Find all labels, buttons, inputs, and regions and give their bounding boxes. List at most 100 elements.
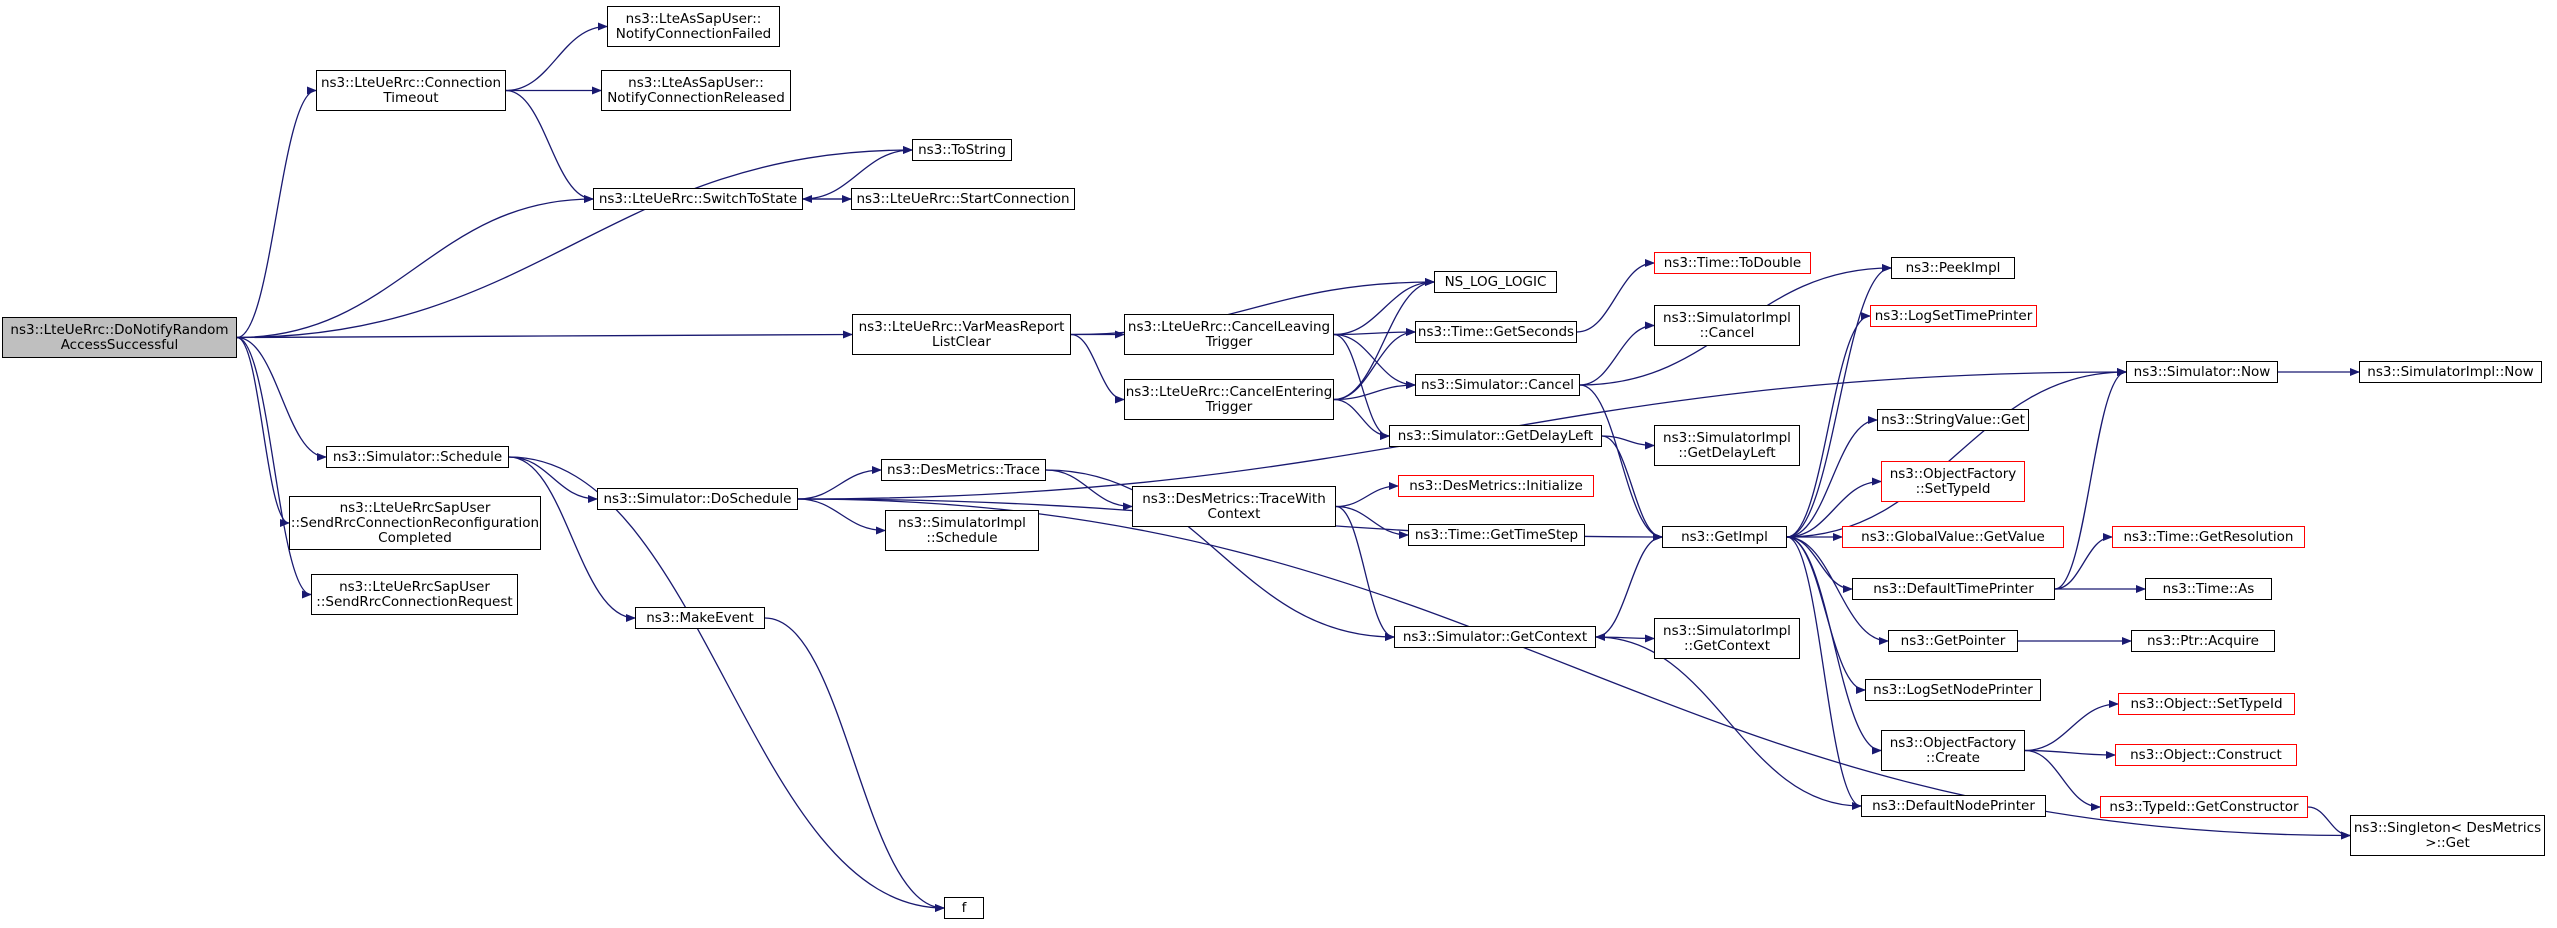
node-label-line: ::SendRrcConnectionRequest (316, 593, 513, 610)
node-label-line: ns3::LteUeRrc::Connection (320, 74, 502, 91)
node-label-line: ns3::StringValue::Get (1881, 411, 2025, 428)
node-label-line: Trigger (1205, 398, 1253, 415)
node-sim-getdelayleft[interactable]: ns3::Simulator::GetDelayLeft (1389, 425, 1602, 447)
edge-trace-with-context-to-desmetrics-init (1335, 482, 1399, 508)
node-time-getseconds[interactable]: ns3::Time::GetSeconds (1415, 321, 1577, 343)
node-f[interactable]: f (944, 897, 984, 919)
node-object-construct[interactable]: ns3::Object::Construct (2115, 744, 2297, 766)
node-ns-log-logic[interactable]: NS_LOG_LOGIC (1434, 271, 1557, 293)
node-notify-released[interactable]: ns3::LteAsSapUser::NotifyConnectionRelea… (601, 70, 791, 111)
node-desmetrics-trace[interactable]: ns3::DesMetrics::Trace (881, 459, 1046, 481)
node-label-line: ns3::DesMetrics::Trace (887, 461, 1040, 478)
node-label-line: ns3::DefaultNodePrinter (1872, 797, 2035, 814)
node-logsettimeprinter[interactable]: ns3::LogSetTimePrinter (1870, 305, 2037, 327)
node-label-line: ns3::Time::GetTimeStep (1414, 526, 1579, 543)
node-label-line: ns3::Simulator::Now (2133, 363, 2271, 380)
node-tostring[interactable]: ns3::ToString (912, 139, 1012, 161)
node-label-line: ns3::SimulatorImpl (1663, 622, 1791, 639)
node-label-line: ns3::SimulatorImpl (1663, 309, 1791, 326)
node-globalvalue-getvalue[interactable]: ns3::GlobalValue::GetValue (1842, 526, 2064, 548)
node-label-line: ::Cancel (1699, 324, 1755, 341)
node-time-gettimestep[interactable]: ns3::Time::GetTimeStep (1408, 524, 1585, 546)
node-label-line: ::SendRrcConnectionReconfiguration (290, 514, 540, 531)
node-time-as[interactable]: ns3::Time::As (2145, 578, 2272, 600)
node-default-node-printer[interactable]: ns3::DefaultNodePrinter (1861, 795, 2046, 817)
edge-root-to-send-request (236, 336, 312, 599)
node-make-event[interactable]: ns3::MakeEvent (635, 607, 765, 629)
edge-getimpl-to-sim-now (1786, 368, 2127, 538)
edge-getimpl-to-objfactory-create (1786, 536, 1882, 755)
edge-conn-timeout-to-notify-failed (505, 22, 608, 92)
edge-switch-state-to-tostring (802, 146, 913, 200)
node-logsetnodeprinter[interactable]: ns3::LogSetNodePrinter (1865, 679, 2041, 701)
node-label-line: ns3::LteAsSapUser:: (625, 10, 762, 27)
node-objfactory-create[interactable]: ns3::ObjectFactory::Create (1881, 730, 2025, 771)
node-label-line: ns3::Simulator::Schedule (332, 448, 503, 465)
node-sim-cancel[interactable]: ns3::Simulator::Cancel (1415, 374, 1580, 396)
node-sim-now[interactable]: ns3::Simulator::Now (2126, 361, 2278, 383)
node-sim-schedule[interactable]: ns3::Simulator::Schedule (326, 446, 509, 468)
node-notify-failed[interactable]: ns3::LteAsSapUser::NotifyConnectionFaile… (607, 6, 780, 47)
node-simimpl-getcontext[interactable]: ns3::SimulatorImpl::GetContext (1654, 618, 1800, 659)
node-label-line: ns3::LteUeRrc::CancelLeaving (1127, 318, 1331, 335)
edge-root-to-conn-timeout (236, 86, 317, 339)
edge-objfactory-create-to-object-construct (2024, 749, 2116, 759)
node-label-line: ns3::DesMetrics::Initialize (1409, 477, 1583, 494)
node-singleton-get[interactable]: ns3::Singleton< DesMetrics>::Get (2350, 815, 2545, 856)
node-start-conn[interactable]: ns3::LteUeRrc::StartConnection (851, 188, 1075, 210)
node-simimpl-getdelayleft[interactable]: ns3::SimulatorImpl::GetDelayLeft (1654, 425, 1800, 466)
node-label-line: ns3::Singleton< DesMetrics (2353, 819, 2542, 836)
node-label-line: ns3::LogSetNodePrinter (1873, 681, 2033, 698)
edge-sim-doschedule-to-singleton-get (797, 498, 2351, 840)
node-label-line: ns3::ObjectFactory (1889, 734, 2017, 751)
node-label-line: ns3::Time::GetSeconds (1417, 323, 1575, 340)
node-simimpl-schedule[interactable]: ns3::SimulatorImpl::Schedule (885, 510, 1039, 551)
node-send-request[interactable]: ns3::LteUeRrcSapUser::SendRrcConnectionR… (311, 574, 518, 615)
node-label-line: ns3::Time::As (2162, 580, 2255, 597)
node-label-line: ns3::Time::ToDouble (1663, 254, 1802, 271)
node-label-line: ns3::LteAsSapUser:: (628, 74, 764, 91)
node-label-line: ns3::ObjectFactory (1889, 465, 2017, 482)
node-default-time-printer[interactable]: ns3::DefaultTimePrinter (1852, 578, 2055, 600)
node-label-line: ::Create (1926, 749, 1980, 766)
node-label-line: Trigger (1205, 333, 1253, 350)
node-stringvalue-get[interactable]: ns3::StringValue::Get (1877, 409, 2029, 431)
edge-trace-with-context-to-sim-getcontext (1335, 505, 1395, 641)
edge-cancel-entering-to-time-getseconds (1333, 328, 1416, 401)
edge-default-time-printer-to-time-getresolution (2054, 533, 2113, 590)
node-label-line: ListClear (932, 333, 991, 350)
node-label-line: ns3::SimulatorImpl (898, 514, 1026, 531)
node-simimpl-now[interactable]: ns3::SimulatorImpl::Now (2359, 361, 2542, 383)
node-label-line: ns3::Time::GetResolution (2123, 528, 2294, 545)
node-time-todouble[interactable]: ns3::Time::ToDouble (1654, 252, 1811, 274)
edge-cancel-leaving-to-time-getseconds (1333, 328, 1416, 337)
node-ptr-acquire[interactable]: ns3::Ptr::Acquire (2131, 630, 2275, 652)
node-send-reconfig[interactable]: ns3::LteUeRrcSapUser::SendRrcConnectionR… (289, 496, 541, 550)
node-label-line: ns3::Simulator::DoSchedule (603, 490, 792, 507)
node-label-line: ns3::LteUeRrcSapUser (339, 499, 491, 516)
edge-getimpl-to-logsettimeprinter (1786, 312, 1871, 538)
node-desmetrics-init[interactable]: ns3::DesMetrics::Initialize (1398, 475, 1594, 497)
node-objfactory-settypeid[interactable]: ns3::ObjectFactory::SetTypeId (1881, 461, 2025, 502)
edge-cancel-leaving-to-sim-getdelayleft (1333, 333, 1390, 440)
node-simimpl-cancel[interactable]: ns3::SimulatorImpl::Cancel (1654, 305, 1800, 346)
edge-typeid-getconstructor-to-singleton-get (2307, 806, 2351, 840)
node-getpointer[interactable]: ns3::GetPointer (1888, 630, 2018, 652)
edge-cancel-entering-to-sim-getdelayleft (1333, 398, 1390, 440)
node-switch-state[interactable]: ns3::LteUeRrc::SwitchToState (593, 188, 803, 210)
node-typeid-getconstructor[interactable]: ns3::TypeId::GetConstructor (2100, 796, 2308, 818)
node-getimpl[interactable]: ns3::GetImpl (1662, 526, 1787, 548)
node-time-getresolution[interactable]: ns3::Time::GetResolution (2112, 526, 2305, 548)
node-label-line: ::Schedule (926, 529, 998, 546)
node-label-line: ns3::TypeId::GetConstructor (2109, 798, 2299, 815)
node-sim-getcontext[interactable]: ns3::Simulator::GetContext (1394, 626, 1596, 648)
node-object-settypeid[interactable]: ns3::Object::SetTypeId (2118, 693, 2295, 715)
node-sim-doschedule[interactable]: ns3::Simulator::DoSchedule (597, 488, 798, 510)
node-peekimpl[interactable]: ns3::PeekImpl (1891, 257, 2015, 279)
